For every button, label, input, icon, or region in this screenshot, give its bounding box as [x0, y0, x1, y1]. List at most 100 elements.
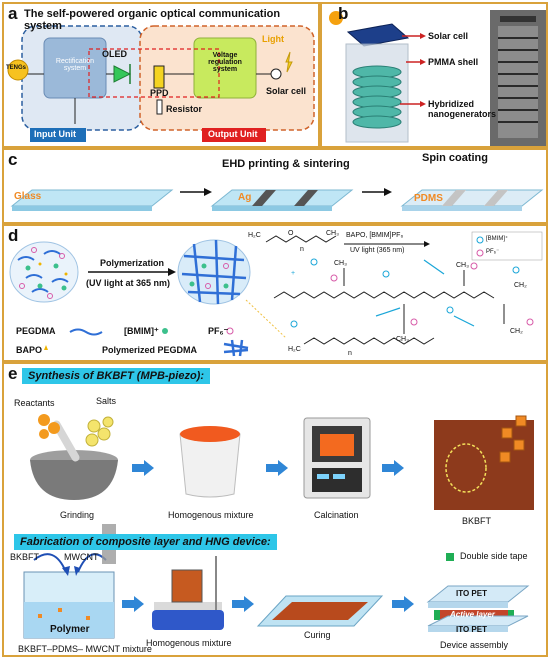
- panel-d-diagram: +: [9, 231, 543, 357]
- ehd-label: EHD printing & sintering: [222, 158, 350, 170]
- tengs-label: TENGs: [6, 65, 27, 71]
- legend-pf6: PF₆⁻: [486, 249, 500, 255]
- hotplate: [152, 610, 224, 630]
- active-layer-label: Active layer: [450, 610, 495, 619]
- chem-ch2-1: CH₂: [514, 282, 527, 289]
- hybridized-stack: [352, 65, 402, 129]
- chem-n-1: n: [300, 246, 304, 253]
- monomer-droplet: [9, 241, 79, 303]
- polymerization-label: Polymerization: [100, 258, 165, 268]
- grinding-label: Grinding: [60, 510, 95, 520]
- legend-bmim: [BMIM]⁺: [486, 236, 509, 242]
- chem-ch3-3: CH₃: [456, 262, 469, 269]
- pegdma-label: PEGDMA: [16, 326, 56, 336]
- output-unit-label: Output Unit: [208, 129, 258, 139]
- panel-c: c Glass EHD printing & sintering Ag Spin…: [2, 148, 548, 224]
- bkbft-cubes: [499, 415, 527, 463]
- chemical-structure: [265, 235, 505, 345]
- bkbft-powder: [434, 420, 534, 510]
- bapo-label: BAPO: [16, 345, 43, 355]
- resistor-shape: [156, 99, 163, 115]
- bmim-key-dot: [476, 236, 484, 244]
- rectification-label: Rectification system: [55, 58, 95, 72]
- bkbft-label: BKBFT: [462, 516, 492, 526]
- synthesis-banner: Synthesis of BKBFT (MPB-piezo):: [22, 368, 210, 384]
- panel-c-tag: c: [8, 150, 18, 169]
- polymer-label: Polymer: [50, 624, 90, 635]
- output-unit-label-bg: [202, 128, 266, 142]
- panel-a-title: The self-powered organic optical communi…: [24, 8, 281, 32]
- arrow-2: [266, 460, 288, 476]
- glass-label: Glass: [14, 191, 42, 202]
- device-label: Device assembly: [440, 640, 509, 650]
- panel-a-diagram: [7, 25, 315, 142]
- pdms-label: PDMS: [414, 193, 443, 204]
- svg-text:+: +: [291, 270, 295, 277]
- panel-e-diagram: [23, 414, 534, 639]
- tengs-circle: [7, 59, 29, 81]
- chem-ch2-2: CH₂: [510, 328, 523, 335]
- pf6-legend-dot: [226, 327, 234, 335]
- crucible: [179, 433, 241, 498]
- chem-n-2: n: [348, 350, 352, 357]
- ito-bottom-label: ITO PET: [456, 625, 487, 634]
- curing-label: Curing: [304, 630, 331, 640]
- homogenous2-label: Homogenous mixture: [146, 638, 232, 648]
- mixture-label: BKBFT–PDMS– MWCNT mixture: [18, 644, 152, 654]
- panel-e-tag: e: [8, 364, 18, 383]
- input-unit-label: Input Unit: [34, 129, 76, 139]
- light-bolt-icon: [285, 51, 293, 73]
- ito-top-label: ITO PET: [456, 589, 487, 598]
- voltage-box: [193, 37, 257, 99]
- arrow-4: [122, 596, 144, 612]
- stir-beaker: [171, 569, 203, 603]
- mwcnt-label: MWCNT: [64, 552, 99, 562]
- chem-ch3-1: CH₃: [326, 230, 339, 237]
- crucible-mix: [180, 426, 240, 442]
- ag-line-1: [252, 190, 276, 206]
- salts-label: Salts: [96, 396, 117, 406]
- sun-icon: [329, 11, 343, 25]
- reactant-particles: [38, 414, 60, 439]
- arrow-1: [132, 460, 154, 476]
- chem-o-1: O: [288, 230, 294, 237]
- panel-a-tag: a: [8, 4, 18, 23]
- panel-d: + d Polymerization (UV light at 365 nm) …: [2, 224, 548, 362]
- solar-cell-label: Solar cell: [266, 86, 307, 96]
- light-label: Light: [262, 34, 284, 44]
- bmim-legend-dot: [162, 328, 168, 334]
- arrow-5: [232, 596, 254, 612]
- mortar-bowl: [30, 460, 118, 500]
- bmim-label: [BMIM]⁺: [124, 326, 159, 336]
- reaction-bottom-label: UV light (365 nm): [350, 247, 405, 254]
- bapo-legend-dot: [44, 345, 48, 350]
- panel-a: a The self-powered organic optical commu…: [2, 2, 320, 148]
- tape-legend: [446, 553, 454, 561]
- ag-line-2: [294, 190, 318, 206]
- chem-h2c-1: H₂C: [248, 232, 261, 239]
- panel-d-tag: d: [8, 226, 19, 245]
- solar-cell-panel: [346, 23, 410, 47]
- input-unit-label-bg: [30, 128, 86, 142]
- ppd-box: [153, 65, 165, 89]
- ppd-label: PPD: [150, 88, 169, 98]
- pf6-label: PF₆⁻: [208, 326, 229, 336]
- chem-ch3-2: CH₃: [334, 260, 347, 267]
- ag-slab: [210, 189, 354, 207]
- pf6-key-dot: [476, 249, 484, 257]
- bkbft-input-label: BKBFT: [10, 552, 40, 562]
- reaction-top-label: BAPO, [BMIM]PF₆: [346, 232, 404, 239]
- cured-film: [272, 602, 368, 620]
- tape-label: Double side tape: [460, 551, 528, 561]
- solar-cell-b-label: Solar cell: [428, 31, 469, 41]
- polymerized-label: Polymerized PEGDMA: [102, 345, 198, 355]
- oled-label: OLED: [102, 49, 128, 59]
- panel-b: b Solar cell PMMA shell Hybridized nanog…: [320, 2, 548, 148]
- ag-label: Ag: [238, 192, 252, 203]
- chem-ch3-4: CH₃: [396, 336, 409, 343]
- fabrication-banner: Fabrication of composite layer and HNG d…: [14, 534, 277, 550]
- active-layer: [440, 610, 508, 620]
- polymerized-legend-icon: [223, 339, 249, 357]
- voltage-label: Voltage regulation system: [208, 52, 242, 73]
